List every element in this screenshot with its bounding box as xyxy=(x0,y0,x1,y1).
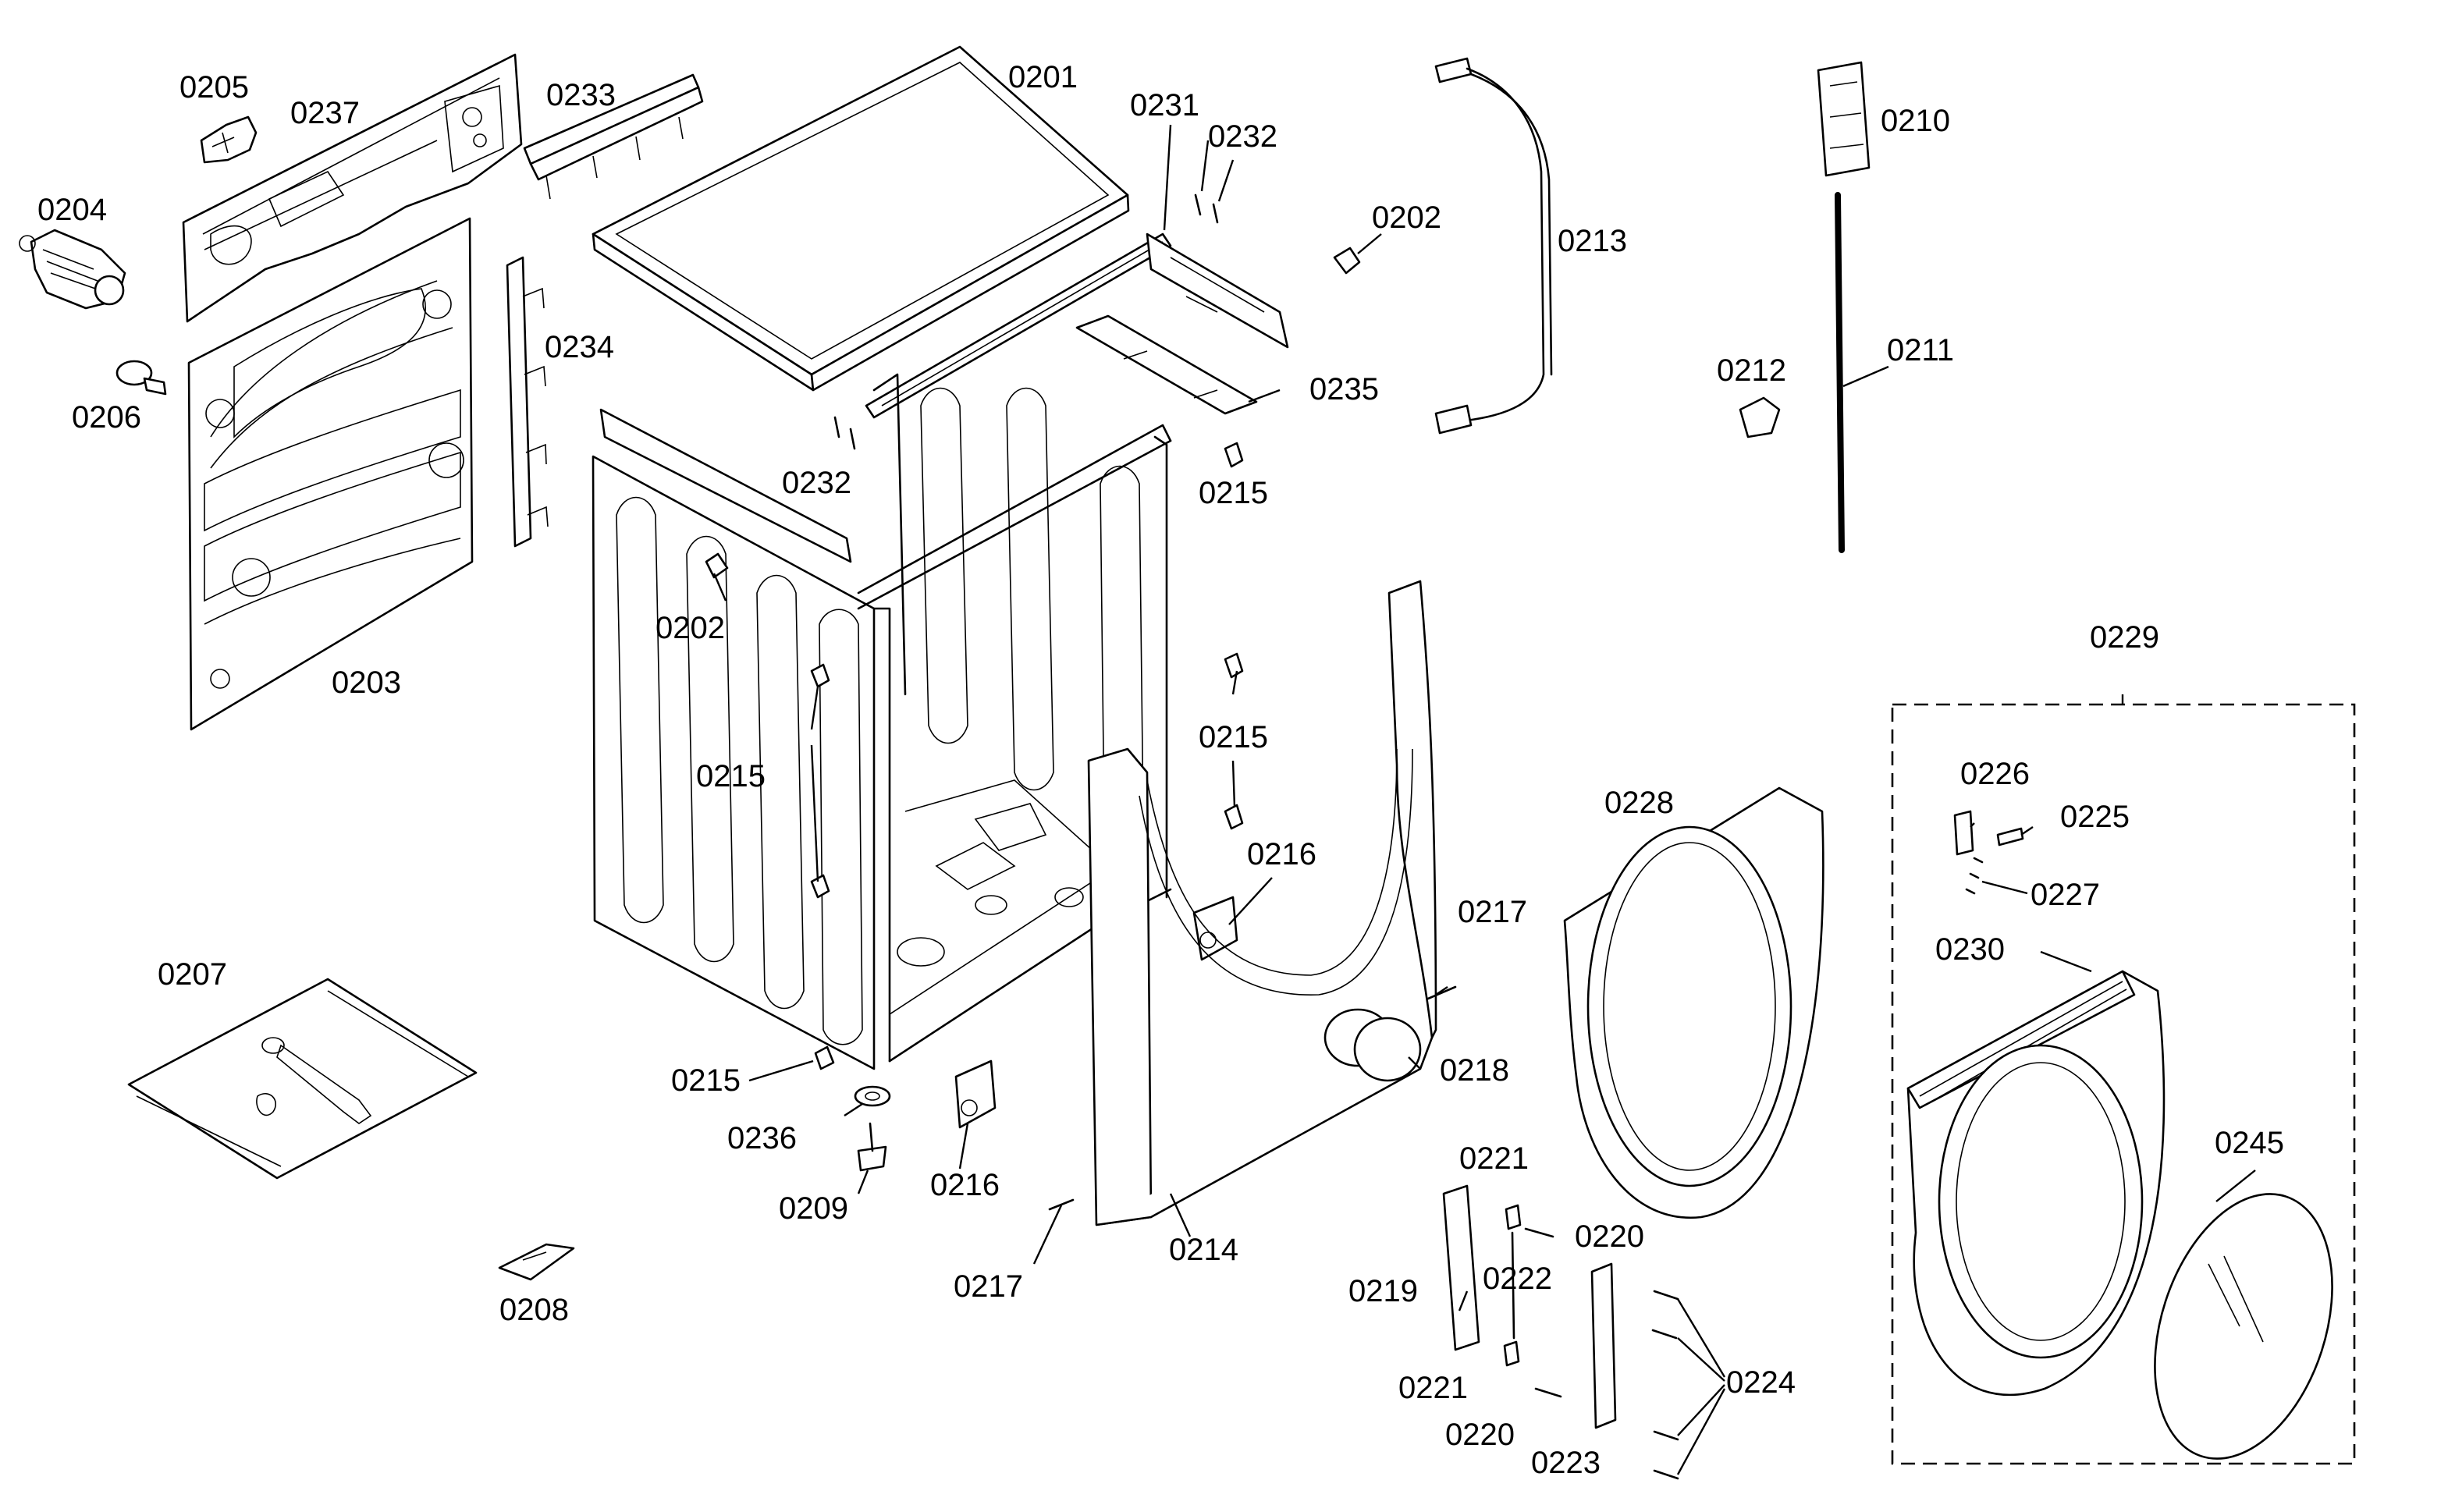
part-0212-clip xyxy=(1739,396,1781,438)
callout-0227: 0227 xyxy=(2031,878,2100,912)
callout-0213: 0213 xyxy=(1558,224,1627,258)
part-0215-clips xyxy=(810,442,1244,1070)
part-0217-screws xyxy=(1048,985,1457,1211)
callout-0208: 0208 xyxy=(499,1293,569,1327)
callout-0218: 0218 xyxy=(1440,1053,1509,1088)
callout-0223: 0223 xyxy=(1531,1446,1601,1480)
callout-0203: 0203 xyxy=(332,665,401,700)
leader-lines xyxy=(712,124,2256,1475)
part-cabinet-body xyxy=(592,373,1172,1070)
part-0204-pump-motor xyxy=(19,229,126,310)
part-0202-clip-upper xyxy=(1333,247,1361,275)
part-0210-door-lock xyxy=(1817,61,1871,177)
part-0224-screws xyxy=(1651,1290,1679,1480)
part-0219-hinge xyxy=(1442,1184,1480,1351)
part-0228-door-frame xyxy=(1563,786,1824,1219)
part-0214-front-panel xyxy=(1087,580,1437,1226)
callout-0226: 0226 xyxy=(1960,757,2030,791)
part-0205-clip xyxy=(200,115,258,164)
part-0227-pins xyxy=(1965,857,1984,895)
part-0245-door-glass xyxy=(2154,1193,2333,1460)
callout-0233: 0233 xyxy=(546,78,616,112)
part-0230-door-ring xyxy=(1906,970,2166,1397)
part-0207-accessory-bag xyxy=(127,978,478,1180)
callout-0229: 0229 xyxy=(2090,620,2159,655)
callout-0212: 0212 xyxy=(1717,353,1786,388)
part-0231-top-rail xyxy=(865,232,1172,419)
part-0211-rod xyxy=(1835,192,1845,553)
part-0233-top-bracket xyxy=(523,73,704,200)
callout-0204: 0204 xyxy=(37,193,107,227)
callout-0217-right: 0217 xyxy=(1458,895,1527,929)
part-0218-service-cap xyxy=(1353,1017,1422,1082)
callout-0220-bottom: 0220 xyxy=(1445,1418,1515,1452)
callout-0202-mid: 0202 xyxy=(656,611,725,645)
part-0225-lever xyxy=(1996,827,2024,847)
part-0232-screws xyxy=(833,193,1219,450)
callout-0232-mid: 0232 xyxy=(782,466,851,500)
callout-0221-bottom: 0221 xyxy=(1398,1371,1468,1405)
callout-0219: 0219 xyxy=(1348,1274,1418,1308)
part-0202-clip-lower xyxy=(705,552,729,579)
callout-0215-right-mid: 0215 xyxy=(1199,720,1268,754)
callout-0245: 0245 xyxy=(2215,1126,2284,1160)
callout-0231: 0231 xyxy=(1130,88,1199,122)
part-0220-screws xyxy=(1524,1227,1562,1398)
part-0206-bolt xyxy=(115,360,167,396)
part-0213-cable-harness xyxy=(1434,57,1553,435)
callout-labels: 0201 0231 0232 0202 0213 0210 0211 0212 … xyxy=(37,60,2284,1480)
callout-0234: 0234 xyxy=(545,330,614,364)
callout-0216-lower: 0216 xyxy=(930,1168,1000,1202)
part-0208-transport-bracket xyxy=(498,1243,575,1281)
part-0201-worktop xyxy=(592,45,1130,392)
part-0237-rear-upper-panel xyxy=(182,53,523,323)
callout-0215-left: 0215 xyxy=(696,759,766,793)
callout-0228: 0228 xyxy=(1604,786,1674,820)
part-0209-foot xyxy=(857,1122,887,1172)
callout-0217-lower: 0217 xyxy=(954,1269,1023,1304)
callout-0222: 0222 xyxy=(1483,1262,1552,1296)
part-0221-bushings xyxy=(1503,1204,1522,1367)
callout-0207: 0207 xyxy=(158,957,227,992)
callout-0214: 0214 xyxy=(1169,1233,1238,1267)
callout-0215-bottom: 0215 xyxy=(671,1063,741,1098)
callout-0206: 0206 xyxy=(72,400,141,435)
part-0234-side-rail xyxy=(506,256,549,548)
part-0216-bracket-lower xyxy=(954,1059,997,1129)
callout-0201: 0201 xyxy=(1008,60,1078,94)
callout-0209: 0209 xyxy=(779,1191,848,1226)
callout-0202-top: 0202 xyxy=(1372,201,1441,235)
callout-0236: 0236 xyxy=(727,1121,797,1155)
callout-0235: 0235 xyxy=(1309,372,1379,406)
callout-0216-upper: 0216 xyxy=(1247,837,1316,871)
part-0226-lock-hook xyxy=(1953,810,1974,856)
callout-0224: 0224 xyxy=(1726,1365,1796,1400)
part-0223-hinge-plate xyxy=(1590,1262,1617,1429)
part-0236-washer xyxy=(854,1085,891,1107)
part-0222-pin xyxy=(1511,1231,1515,1340)
callout-0205: 0205 xyxy=(179,70,249,105)
callout-0211: 0211 xyxy=(1887,333,1954,367)
part-0203-rear-panel xyxy=(187,217,474,731)
callout-0210: 0210 xyxy=(1881,104,1950,138)
callout-0225: 0225 xyxy=(2060,800,2130,834)
callout-0215-right-top: 0215 xyxy=(1199,476,1268,510)
part-0216-bracket-upper xyxy=(1192,896,1238,961)
part-0235-right-bracket xyxy=(1075,232,1289,415)
callout-0220-top: 0220 xyxy=(1575,1219,1644,1254)
callout-0221-top: 0221 xyxy=(1459,1141,1529,1176)
callout-0237: 0237 xyxy=(290,96,360,130)
callout-0230: 0230 xyxy=(1935,932,2005,967)
callout-0232-top: 0232 xyxy=(1208,119,1277,154)
